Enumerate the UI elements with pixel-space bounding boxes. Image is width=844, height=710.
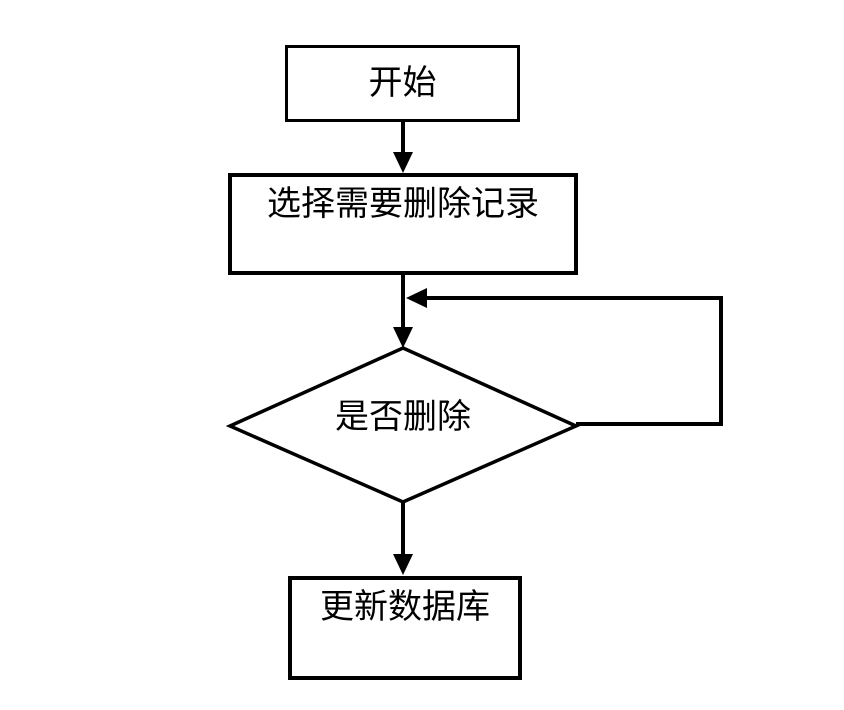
- edge-start-to-select-line: [401, 122, 405, 154]
- flowchart-node-decision: 是否删除: [225, 400, 581, 436]
- arrowhead-down-icon: [393, 152, 413, 173]
- node-start-label: 开始: [368, 64, 437, 102]
- flowchart-node-update-database: 更新数据库: [288, 576, 522, 680]
- loop-back-right-line: [719, 296, 723, 426]
- node-select-records-label: 选择需要删除记录: [267, 186, 539, 223]
- arrowhead-down-icon: [393, 554, 413, 575]
- loop-back-bottom-line: [576, 422, 723, 426]
- flowchart-node-select-records: 选择需要删除记录: [228, 173, 578, 275]
- arrowhead-left-icon: [406, 288, 427, 308]
- flowchart-node-start: 开始: [285, 45, 520, 122]
- edge-select-to-decision-line: [401, 275, 405, 328]
- arrowhead-down-icon: [393, 327, 413, 348]
- node-update-database-label: 更新数据库: [320, 589, 490, 626]
- loop-back-top-line: [424, 296, 723, 300]
- edge-decision-to-update-line: [401, 501, 405, 555]
- node-decision-label: 是否删除: [335, 399, 471, 436]
